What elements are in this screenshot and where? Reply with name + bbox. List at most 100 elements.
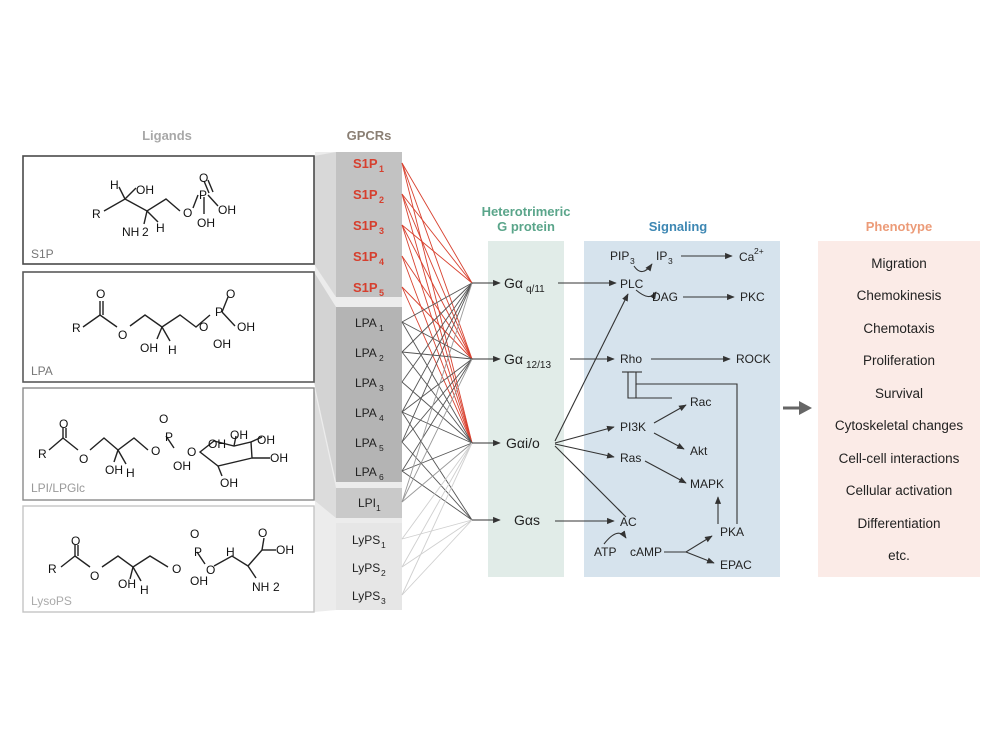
svg-text:OH: OH — [105, 463, 123, 477]
ligand-label-lpi: LPI/LPGlc — [31, 481, 85, 495]
svg-text:2: 2 — [273, 580, 280, 594]
phenotype-item: Cytoskeletal changes — [835, 418, 964, 433]
lysops-structure: R O O OH H O P O OH O H O OH NH 2 — [48, 526, 294, 597]
svg-text:OH: OH — [213, 337, 231, 351]
phenotype-item: Survival — [875, 386, 923, 401]
gprotein-header-line1: Heterotrimeric — [482, 204, 571, 219]
svg-text:3: 3 — [379, 383, 384, 393]
svg-text:OH: OH — [237, 320, 255, 334]
svg-text:O: O — [71, 534, 80, 548]
svg-text:1: 1 — [376, 503, 381, 513]
svg-text:3: 3 — [630, 256, 635, 266]
ligand-box-s1p — [22, 155, 315, 265]
phenotype-item: etc. — [888, 548, 910, 563]
svg-text:4: 4 — [379, 413, 384, 423]
svg-text:OH: OH — [276, 543, 294, 557]
svg-text:O: O — [206, 563, 215, 577]
svg-text:3: 3 — [379, 226, 384, 236]
svg-text:OH: OH — [197, 216, 215, 230]
connector-lpa — [314, 272, 336, 482]
svg-text:P: P — [199, 188, 207, 202]
node-akt: Akt — [690, 444, 708, 458]
svg-text:6: 6 — [379, 472, 384, 482]
node-camp: cAMP — [630, 545, 662, 559]
svg-text:5: 5 — [379, 288, 384, 298]
svg-text:q/11: q/11 — [526, 284, 545, 295]
node-ac: AC — [620, 515, 637, 529]
gpcr-band-s1p — [336, 152, 402, 297]
gprotein-gs: Gαs — [514, 512, 540, 528]
svg-text:O: O — [199, 320, 208, 334]
signaling-header: Signaling — [649, 219, 708, 234]
phenotype-item: Proliferation — [863, 353, 935, 368]
phenotype-list: Migration Chemokinesis Chemotaxis Prolif… — [835, 256, 964, 563]
svg-text:LyPS: LyPS — [352, 533, 380, 547]
svg-text:R: R — [72, 321, 81, 335]
connector-lpi — [314, 388, 336, 518]
svg-text:Gα: Gα — [504, 351, 523, 367]
svg-text:O: O — [226, 287, 235, 301]
svg-text:1: 1 — [381, 540, 386, 550]
phenotype-item: Migration — [871, 256, 927, 271]
receptor-gprotein-lines — [401, 162, 501, 596]
node-ras: Ras — [620, 451, 641, 465]
svg-text:OH: OH — [257, 433, 275, 447]
svg-text:LPA: LPA — [355, 316, 377, 330]
svg-text:Ca: Ca — [739, 250, 755, 264]
svg-text:LPA: LPA — [355, 465, 377, 479]
ligand-box-lpi — [22, 387, 315, 501]
svg-text:P: P — [194, 545, 202, 559]
svg-text:OH: OH — [173, 459, 191, 473]
phenotype-item: Differentiation — [857, 516, 940, 531]
node-atp: ATP — [594, 545, 616, 559]
svg-text:P: P — [165, 430, 173, 444]
node-epac: EPAC — [720, 558, 752, 572]
node-rho: Rho — [620, 352, 642, 366]
node-plc: PLC — [620, 277, 644, 291]
phenotype-item: Cell-cell interactions — [839, 451, 960, 466]
svg-text:O: O — [172, 562, 181, 576]
svg-text:3: 3 — [381, 596, 386, 606]
gpcr-band-lyps — [336, 523, 402, 610]
phenotype-panel — [818, 241, 980, 577]
svg-text:Gα: Gα — [504, 275, 523, 291]
svg-text:OH: OH — [190, 574, 208, 588]
svg-text:2: 2 — [379, 353, 384, 363]
svg-text:R: R — [92, 207, 101, 221]
gpcr-band-lpa — [336, 307, 402, 482]
svg-text:LPA: LPA — [355, 436, 377, 450]
svg-text:OH: OH — [218, 203, 236, 217]
svg-text:OH: OH — [140, 341, 158, 355]
ligand-box-lpa — [22, 271, 315, 383]
ligand-label-s1p: S1P — [31, 247, 54, 261]
svg-text:OH: OH — [230, 428, 248, 442]
phenotype-arrow — [783, 401, 812, 415]
svg-text:OH: OH — [136, 183, 154, 197]
svg-text:LyPS: LyPS — [352, 561, 380, 575]
svg-text:S1P: S1P — [353, 156, 378, 171]
node-mapk: MAPK — [690, 477, 724, 491]
svg-text:O: O — [59, 417, 68, 431]
svg-text:S1P: S1P — [353, 218, 378, 233]
phenotype-header: Phenotype — [866, 219, 932, 234]
lpi-structure: R O O OH H O P O OH O OH OH OH OH OH — [38, 412, 288, 490]
svg-text:S1P: S1P — [353, 280, 378, 295]
svg-text:LyPS: LyPS — [352, 589, 380, 603]
svg-text:S1P: S1P — [353, 249, 378, 264]
ligands-header: Ligands — [142, 128, 192, 143]
svg-text:R: R — [48, 562, 57, 576]
lpa-structure: R O O OH H O P O OH OH — [72, 287, 255, 357]
svg-text:OH: OH — [118, 577, 136, 591]
node-pkc: PKC — [740, 290, 765, 304]
